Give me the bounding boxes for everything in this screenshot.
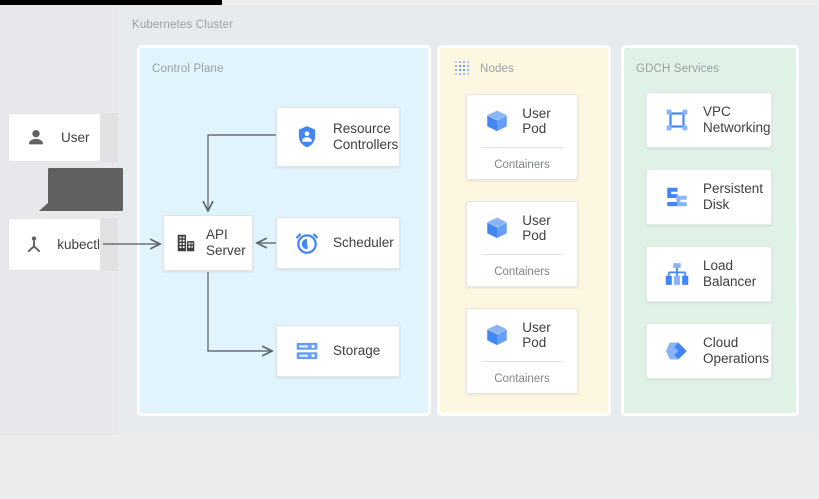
alarm-clock-icon: [293, 229, 321, 257]
actor-card-user[interactable]: User: [8, 113, 101, 162]
card-scheduler[interactable]: Scheduler: [276, 217, 400, 269]
person-icon: [23, 125, 49, 151]
pod-header: User Pod: [467, 95, 577, 147]
card-label-storage: Storage: [333, 343, 381, 358]
api-server-icon: [174, 231, 198, 255]
cluster-title: Kubernetes Cluster: [132, 19, 234, 31]
actor-label-user: User: [61, 130, 90, 145]
service-label-persistent-disk: Persistent Disk: [703, 181, 764, 212]
card-label-scheduler: Scheduler: [333, 235, 394, 250]
actor-label-kubectl: kubectl: [57, 237, 100, 252]
panel-nodes-title: Nodes: [480, 63, 514, 75]
user-card-shadow: [101, 113, 118, 162]
vpc-networking-icon: [663, 106, 691, 134]
pod-label: User Pod: [522, 106, 551, 136]
kubectl-card-shadow: [101, 218, 118, 271]
tooltip-bubble: [39, 168, 123, 211]
pod-header: User Pod: [467, 202, 577, 254]
pod-label: User Pod: [522, 213, 551, 243]
cloud-operations-icon: [663, 337, 691, 365]
pod-divider: [481, 254, 563, 255]
pod-divider: [481, 147, 563, 148]
storage-icon: [293, 337, 321, 365]
pod-label: User Pod: [522, 320, 551, 350]
pod-divider: [481, 361, 563, 362]
load-balancer-icon: [663, 260, 691, 288]
card-label-api-server: API Server: [206, 227, 246, 258]
bottom-pane: [0, 435, 819, 499]
service-label-load-balancer: Load Balancer: [703, 258, 757, 289]
service-label-vpc-networking: VPC Networking: [703, 104, 771, 135]
pod-header: User Pod: [467, 309, 577, 361]
service-card-vpc-networking[interactable]: VPC Networking: [646, 92, 772, 148]
kubectl-icon: [23, 232, 45, 258]
shield-person-icon: [293, 123, 321, 151]
cube-icon: [483, 321, 510, 349]
dotted-grid-icon: [454, 60, 472, 78]
pod-card[interactable]: User Pod Containers: [466, 308, 578, 394]
persistent-disk-icon: [663, 183, 691, 211]
card-label-resource-controllers: Resource Controllers: [333, 121, 399, 152]
actor-card-kubectl[interactable]: kubectl: [8, 218, 101, 271]
pod-sub-label: Containers: [494, 266, 550, 278]
pod-card[interactable]: User Pod Containers: [466, 201, 578, 287]
panel-gdch-services-title: GDCH Services: [636, 63, 720, 75]
card-storage[interactable]: Storage: [276, 325, 400, 377]
service-card-cloud-operations[interactable]: Cloud Operations: [646, 323, 772, 379]
pod-sub-label: Containers: [494, 159, 550, 171]
cube-icon: [483, 214, 510, 242]
service-card-load-balancer[interactable]: Load Balancer: [646, 246, 772, 302]
panel-control-plane-title: Control Plane: [152, 63, 224, 75]
cube-icon: [483, 107, 510, 135]
pod-sub-label: Containers: [494, 373, 550, 385]
service-card-persistent-disk[interactable]: Persistent Disk: [646, 169, 772, 225]
pod-card[interactable]: User Pod Containers: [466, 94, 578, 180]
top-black-bar: [0, 0, 222, 5]
card-api-server[interactable]: API Server: [163, 215, 253, 271]
card-resource-controllers[interactable]: Resource Controllers: [276, 107, 400, 167]
service-label-cloud-operations: Cloud Operations: [703, 335, 770, 366]
